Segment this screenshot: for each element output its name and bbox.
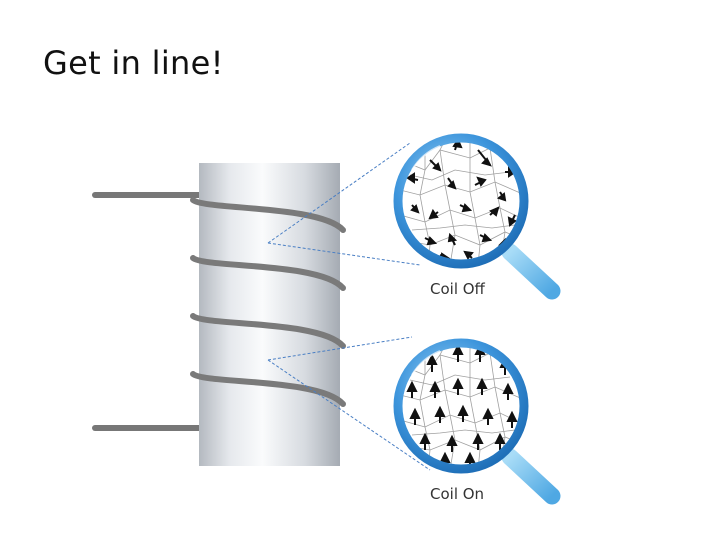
- domain-pattern-aligned: [401, 346, 521, 466]
- magnifier-coil-on-icon: [393, 338, 561, 505]
- leader-lines: [267, 142, 431, 471]
- label-coil-on: Coil On: [430, 485, 484, 503]
- iron-core-cylinder: [199, 163, 340, 466]
- slide-title: Get in line!: [43, 44, 224, 82]
- coil-windings: [190, 197, 346, 407]
- label-coil-off: Coil Off: [430, 280, 486, 298]
- lead-wires: [92, 192, 208, 431]
- magnifier-coil-off-icon: [393, 133, 561, 300]
